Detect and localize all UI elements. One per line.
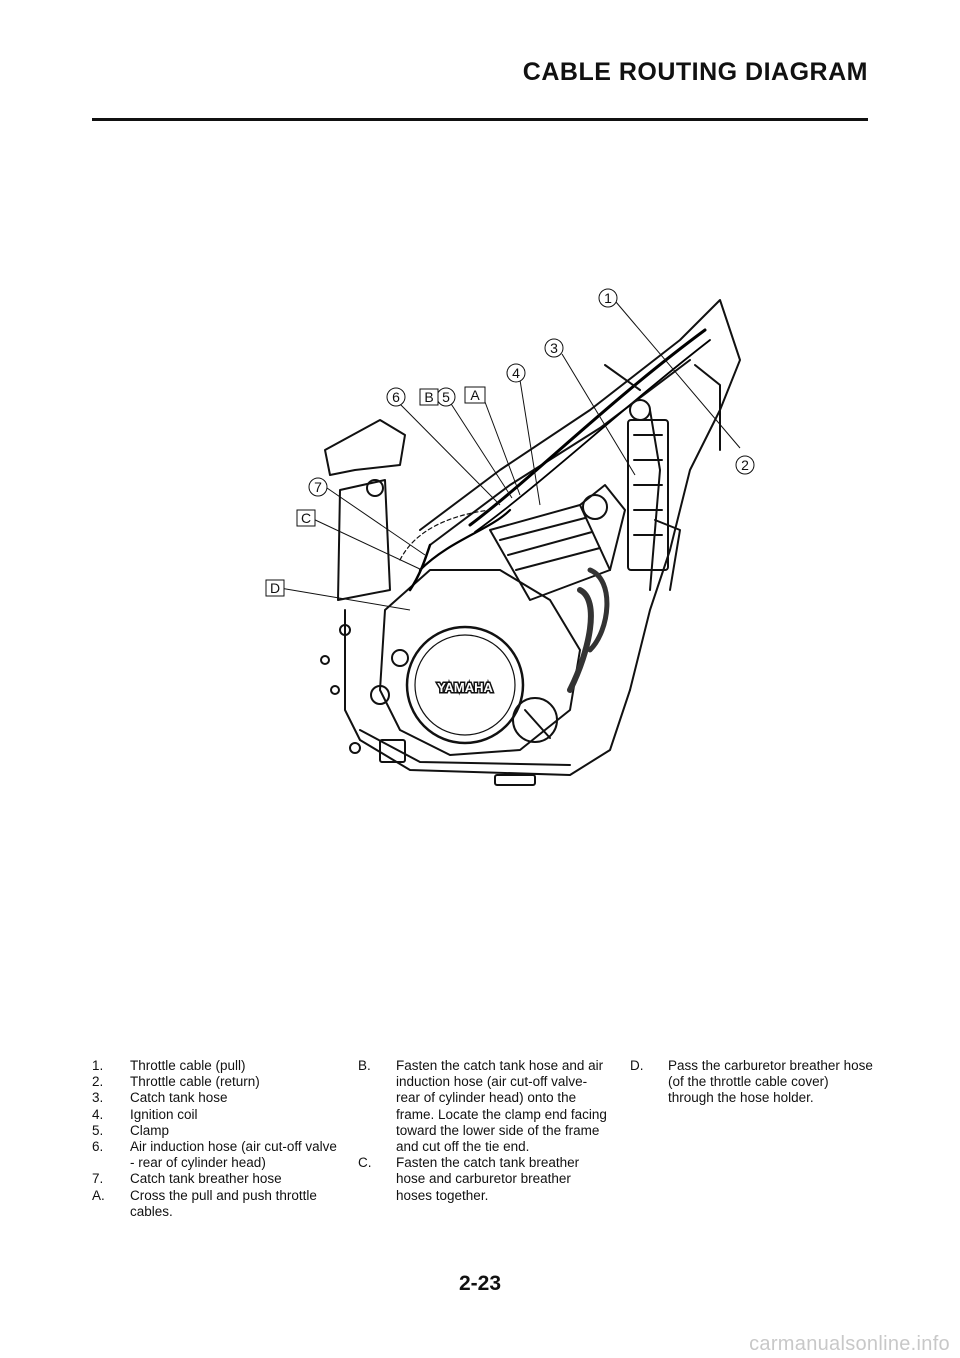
coolant-hose bbox=[587, 567, 610, 653]
airbox bbox=[324, 419, 406, 476]
legend-key: 3. bbox=[92, 1090, 104, 1106]
legend-item: 1. Throttle cable (pull) bbox=[92, 1058, 337, 1074]
legend-key: 5. bbox=[92, 1122, 104, 1138]
legend-text: Catch tank breather hose bbox=[130, 1171, 282, 1187]
callout-1: 1 bbox=[604, 290, 612, 306]
legend-text: Pass the carburetor breather hose (of th… bbox=[668, 1058, 873, 1106]
callout-B: B bbox=[424, 389, 433, 405]
legend-item: 3. Catch tank hose bbox=[92, 1090, 337, 1106]
callout-5: 5 bbox=[442, 389, 450, 405]
clutch-cover bbox=[405, 625, 525, 745]
legend-item: C. Fasten the catch tank breather hose an… bbox=[358, 1155, 608, 1204]
frame-downtube bbox=[649, 409, 661, 591]
legend-text: Fasten the catch tank hose and air induc… bbox=[396, 1058, 607, 1155]
callout-2: 2 bbox=[741, 457, 749, 473]
catch-tank-hose bbox=[418, 508, 512, 572]
page-title: CABLE ROUTING DIAGRAM bbox=[522, 58, 868, 86]
shock-absorber bbox=[337, 479, 391, 601]
legend-key: A. bbox=[92, 1187, 105, 1203]
frame-spar bbox=[419, 299, 741, 691]
legend-text: Throttle cable (pull) bbox=[130, 1058, 246, 1073]
legend-text: Cross the pull and push throttle cables. bbox=[130, 1187, 317, 1219]
legend-column-1: 1. Throttle cable (pull) 2. Throttle cable… bbox=[92, 1058, 337, 1220]
legend-item: 2. Throttle cable (return) bbox=[92, 1074, 337, 1090]
title-rule bbox=[92, 118, 868, 121]
legend-item: B. Fasten the catch tank hose and air ind… bbox=[358, 1058, 608, 1155]
exhaust-pipe bbox=[567, 587, 594, 693]
legend-key: C. bbox=[358, 1155, 372, 1171]
callout-7: 7 bbox=[314, 479, 322, 495]
legend-item: 5. Clamp bbox=[92, 1123, 337, 1139]
crankcase bbox=[379, 569, 581, 756]
legend-column-3: D. Pass the carburetor breather hose (of … bbox=[630, 1058, 875, 1107]
callout-D: D bbox=[270, 580, 280, 596]
legend-key: 4. bbox=[92, 1106, 104, 1122]
legend-key: 2. bbox=[92, 1074, 104, 1090]
legend-text: Ignition coil bbox=[130, 1106, 198, 1122]
legend-item: 7. Catch tank breather hose bbox=[92, 1171, 337, 1187]
page-number: 2-23 bbox=[458, 1272, 502, 1295]
legend-key: D. bbox=[630, 1058, 644, 1073]
legend-item: A. Cross the pull and push throttle cable… bbox=[92, 1188, 337, 1220]
legend-item: D. Pass the carburetor breather hose (of … bbox=[630, 1058, 875, 1107]
legend-text: Fasten the catch tank breather hose and … bbox=[396, 1155, 580, 1203]
legend-key: 1. bbox=[92, 1058, 104, 1073]
breather-hose bbox=[408, 543, 432, 592]
legend-text: Catch tank hose bbox=[130, 1090, 228, 1106]
callout-4: 4 bbox=[512, 365, 520, 381]
legend-key: B. bbox=[358, 1058, 371, 1073]
legend-column-2: B. Fasten the catch tank hose and air ind… bbox=[358, 1058, 608, 1204]
legend-item: 4. Ignition coil bbox=[92, 1107, 337, 1123]
callout-A: A bbox=[470, 387, 480, 403]
legend-text: Air induction hose (air cut-off valve - … bbox=[130, 1139, 337, 1171]
callout-6: 6 bbox=[392, 389, 400, 405]
legend-item: 6. Air induction hose (air cut-off valve … bbox=[92, 1139, 337, 1171]
legend-text: Throttle cable (return) bbox=[130, 1074, 260, 1090]
throttle-cable-pull bbox=[468, 328, 707, 527]
callout-3: 3 bbox=[550, 340, 558, 356]
radiator bbox=[627, 419, 669, 571]
legend-key: 7. bbox=[92, 1171, 104, 1187]
legend-text: Clamp bbox=[130, 1122, 170, 1138]
legend-key: 6. bbox=[92, 1139, 104, 1155]
motorcycle-frame-diagram: YAMAHA 1 2 3 4 5 6 7 A B C D bbox=[265, 288, 755, 786]
callout-C: C bbox=[301, 510, 311, 526]
watermark[interactable]: carmanualsonline.info bbox=[749, 1333, 950, 1355]
throttle-cable-return bbox=[474, 339, 711, 533]
lower-cradle bbox=[344, 609, 631, 776]
yamaha-logo: YAMAHA bbox=[437, 680, 493, 695]
